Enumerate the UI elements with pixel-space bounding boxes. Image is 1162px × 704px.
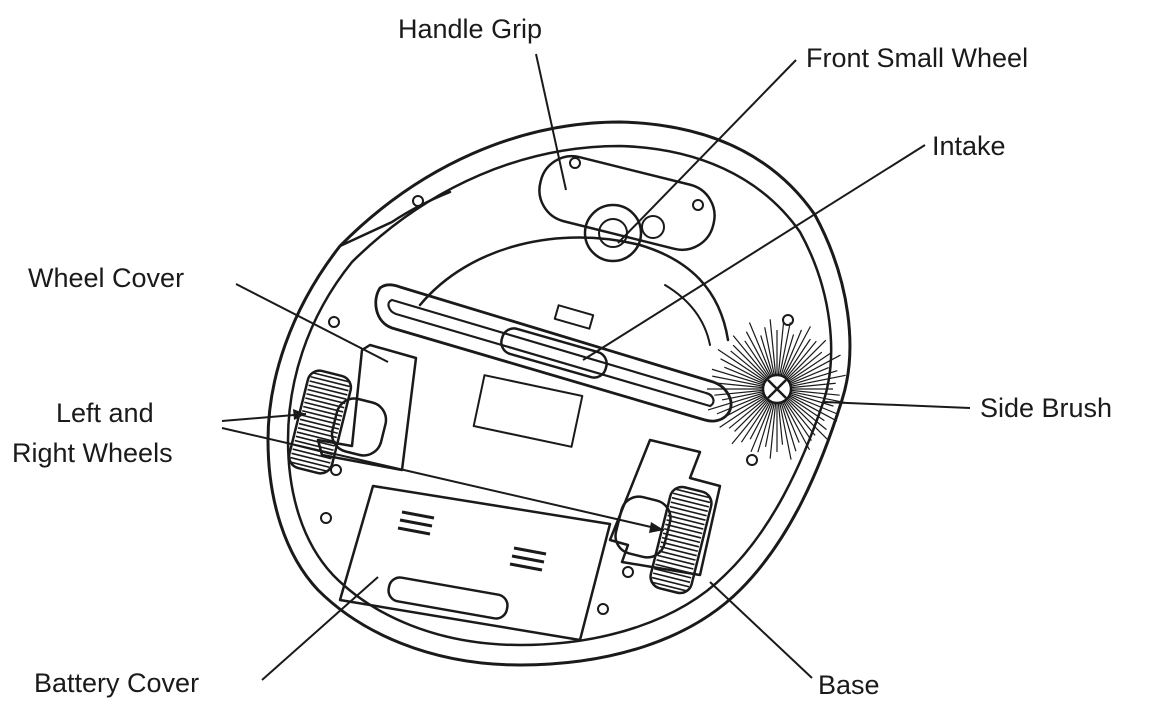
intake-arch-inner	[664, 284, 711, 346]
center-plate	[472, 374, 584, 448]
label-intake: Intake	[932, 131, 1006, 161]
screw-hole	[782, 314, 794, 326]
base-inner-rim	[286, 144, 833, 647]
side-brush	[707, 319, 846, 460]
label-front-small-wheel: Front Small Wheel	[806, 43, 1028, 73]
handle-tab	[338, 190, 452, 248]
right-wheel-cover	[608, 438, 722, 577]
callout-labels: Handle Grip Front Small Wheel Intake Whe…	[12, 14, 1112, 700]
label-wheel-cover: Wheel Cover	[28, 263, 184, 293]
robot-vacuum-body	[266, 120, 852, 667]
battery-vents	[397, 510, 547, 572]
leader-lines	[221, 53, 971, 681]
screw-hole	[692, 199, 704, 211]
intake-arch	[418, 236, 730, 342]
screw-hole	[746, 454, 758, 466]
label-left-right-wheels-line1: Left and	[56, 398, 154, 428]
screw-hole	[320, 512, 332, 524]
left-wheel-cover	[316, 343, 418, 472]
leader-intake	[582, 144, 926, 361]
leader-left-wheel	[221, 413, 307, 422]
battery-cover-outline	[338, 484, 612, 642]
intake-grip	[500, 327, 608, 379]
label-battery-cover: Battery Cover	[34, 668, 199, 698]
left-wheel	[287, 369, 388, 476]
screw-holes	[320, 157, 794, 615]
arrowhead-right-wheel	[649, 522, 664, 533]
wheel-tread	[289, 371, 351, 473]
leader-front-small-wheel	[617, 59, 797, 244]
leader-battery-cover	[261, 576, 379, 681]
handle-grip-slot	[538, 154, 716, 252]
intake-inner	[387, 298, 715, 408]
label-base: Base	[818, 670, 880, 700]
base-outer-rim	[266, 120, 852, 667]
front-small-wheel	[583, 203, 643, 263]
leader-right-wheel	[221, 427, 665, 531]
intake-outer	[374, 283, 733, 423]
front-wheel-aux	[641, 215, 665, 239]
intake-marker	[553, 304, 595, 330]
battery-cover-handle	[387, 576, 509, 620]
label-side-brush: Side Brush	[980, 393, 1112, 423]
side-brush-bristles	[707, 319, 846, 460]
right-wheel	[614, 485, 713, 595]
screw-hole	[328, 316, 340, 328]
leader-base	[709, 581, 813, 679]
screw-hole	[412, 195, 424, 207]
wheel-tread	[650, 488, 712, 592]
leader-handle-grip	[535, 53, 567, 191]
screw-hole	[597, 603, 609, 615]
wheel-arrowheads	[293, 409, 664, 533]
leader-wheel-cover	[235, 283, 389, 363]
label-handle-grip: Handle Grip	[398, 14, 542, 44]
label-left-right-wheels-line2: Right Wheels	[12, 438, 173, 468]
arrowhead-left-wheel	[293, 409, 306, 420]
screw-hole	[569, 157, 581, 169]
leader-side-brush	[823, 401, 971, 409]
